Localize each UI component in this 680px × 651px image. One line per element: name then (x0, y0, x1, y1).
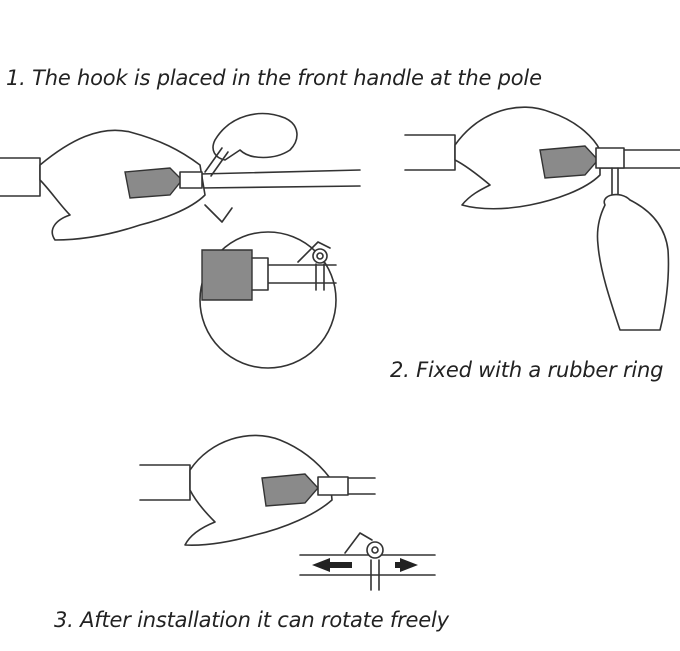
step3-illustration (139, 434, 436, 591)
step1-illustration (0, 112, 361, 369)
step1-caption: 1. The hook is placed in the front handl… (6, 66, 542, 90)
arrow-right-icon (395, 558, 418, 572)
arrow-left-icon (312, 558, 352, 572)
step2-illustration (404, 106, 680, 331)
step3-caption: 3. After installation it can rotate free… (54, 608, 449, 632)
step2-caption: 2. Fixed with a rubber ring (390, 358, 664, 382)
